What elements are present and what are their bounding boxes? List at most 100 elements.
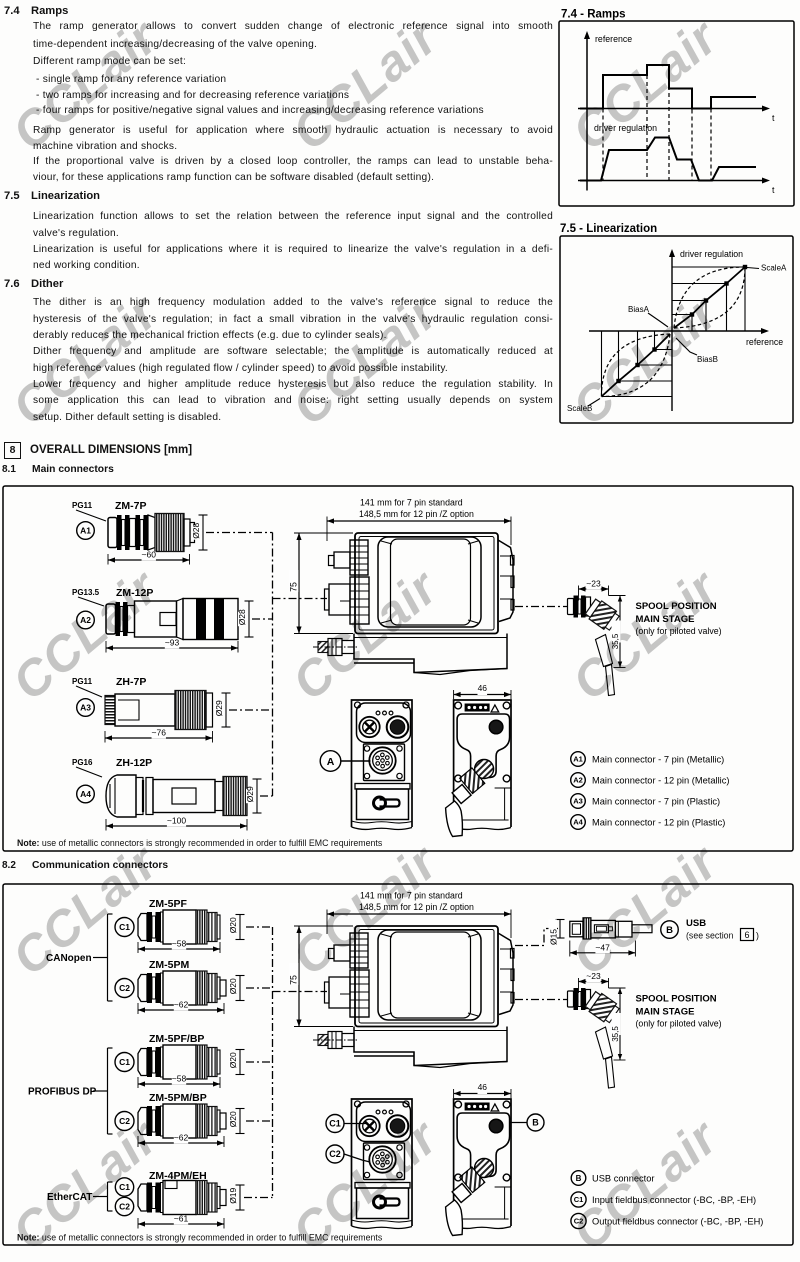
svg-text:Note: use of metallic connecto: Note: use of metallic connectors is stro… bbox=[17, 1233, 383, 1243]
svg-text:~23: ~23 bbox=[586, 971, 601, 981]
svg-text:~58: ~58 bbox=[172, 939, 187, 949]
svg-text:ZM-12P: ZM-12P bbox=[116, 587, 153, 599]
svg-text:ZM-5PM: ZM-5PM bbox=[149, 959, 190, 971]
svg-text:7.4 - Ramps: 7.4 - Ramps bbox=[561, 9, 626, 21]
svg-text:reference: reference bbox=[746, 337, 783, 347]
svg-text:ZM-7P: ZM-7P bbox=[115, 500, 147, 512]
svg-text:(only for piloted valve): (only for piloted valve) bbox=[636, 626, 722, 636]
svg-text:driver regulation: driver regulation bbox=[680, 249, 743, 259]
svg-text:A2: A2 bbox=[573, 776, 583, 785]
svg-text:ZH-7P: ZH-7P bbox=[116, 676, 146, 688]
svg-text:C2: C2 bbox=[119, 1202, 130, 1212]
svg-text:148,5 mm for 12 pin /Z option: 148,5 mm for 12 pin /Z option bbox=[359, 902, 474, 912]
svg-text:75: 75 bbox=[289, 582, 299, 592]
svg-text:PG13.5: PG13.5 bbox=[72, 588, 100, 597]
svg-text:ZM-5PM/BP: ZM-5PM/BP bbox=[149, 1092, 207, 1104]
svg-text:BiasB: BiasB bbox=[697, 355, 718, 364]
svg-text:SPOOL POSITION: SPOOL POSITION bbox=[636, 994, 717, 1005]
svg-text:USB connector: USB connector bbox=[592, 1173, 655, 1183]
svg-text:6: 6 bbox=[744, 930, 749, 940]
svg-text:ZM-4PM/EH: ZM-4PM/EH bbox=[149, 1170, 207, 1182]
svg-text:C1: C1 bbox=[119, 922, 130, 932]
svg-text:C1: C1 bbox=[119, 1182, 130, 1192]
svg-text:~60: ~60 bbox=[142, 550, 157, 560]
svg-text:A: A bbox=[327, 756, 335, 768]
svg-text:driver regulation: driver regulation bbox=[594, 123, 657, 133]
svg-text:~47: ~47 bbox=[595, 942, 610, 952]
svg-text:Ø20: Ø20 bbox=[228, 1052, 238, 1068]
svg-text:SPOOL POSITION: SPOOL POSITION bbox=[636, 601, 717, 612]
svg-text:C1: C1 bbox=[329, 1119, 341, 1129]
svg-text:35,5: 35,5 bbox=[611, 1026, 620, 1042]
svg-text:Note: use of metallic connecto: Note: use of metallic connectors is stro… bbox=[17, 838, 383, 848]
svg-text:C1: C1 bbox=[119, 1057, 130, 1067]
svg-text:Output fieldbus connector (-BC: Output fieldbus connector (-BC, -BP, -EH… bbox=[592, 1216, 763, 1226]
svg-text:B: B bbox=[666, 925, 673, 936]
svg-text:Main connector - 12 pin (Plast: Main connector - 12 pin (Plastic) bbox=[592, 817, 725, 827]
svg-text:ZH-12P: ZH-12P bbox=[116, 757, 152, 769]
svg-text:7.5 - Linearization: 7.5 - Linearization bbox=[560, 223, 657, 235]
svg-text:ScaleB: ScaleB bbox=[567, 404, 592, 413]
svg-text:PG11: PG11 bbox=[72, 677, 93, 686]
svg-text:PG16: PG16 bbox=[72, 758, 93, 767]
svg-text:Input fieldbus connector (-BC,: Input fieldbus connector (-BC, -BP, -EH) bbox=[592, 1195, 756, 1205]
svg-text:A1: A1 bbox=[573, 755, 583, 764]
svg-text:(see section: (see section bbox=[686, 931, 734, 941]
svg-text:141 mm for 7 pin standard: 141 mm for 7 pin standard bbox=[360, 891, 463, 901]
svg-text:A2: A2 bbox=[80, 615, 91, 625]
svg-text:PROFIBUS DP: PROFIBUS DP bbox=[28, 1087, 97, 1098]
svg-text:(only for piloted valve): (only for piloted valve) bbox=[636, 1019, 722, 1029]
svg-text:ScaleA: ScaleA bbox=[761, 264, 787, 273]
svg-text:ZM-5PF: ZM-5PF bbox=[149, 898, 188, 910]
svg-text:46: 46 bbox=[478, 1082, 488, 1092]
svg-text:BiasA: BiasA bbox=[628, 305, 650, 314]
svg-text:C2: C2 bbox=[574, 1217, 584, 1226]
svg-text:Ø28: Ø28 bbox=[237, 609, 247, 625]
svg-text:~62: ~62 bbox=[174, 1000, 189, 1010]
svg-text:A1: A1 bbox=[80, 526, 91, 536]
svg-text:MAIN STAGE: MAIN STAGE bbox=[636, 1007, 695, 1018]
svg-text:B: B bbox=[532, 1118, 539, 1128]
svg-text:Ø20: Ø20 bbox=[228, 917, 238, 933]
svg-text:~76: ~76 bbox=[152, 728, 167, 738]
svg-text:ZM-5PF/BP: ZM-5PF/BP bbox=[149, 1033, 204, 1045]
svg-text:~58: ~58 bbox=[172, 1074, 187, 1084]
svg-text:Ø20: Ø20 bbox=[228, 978, 238, 994]
svg-text:EtherCAT: EtherCAT bbox=[47, 1192, 92, 1203]
svg-text:C2: C2 bbox=[329, 1149, 341, 1159]
svg-text:A3: A3 bbox=[573, 797, 583, 806]
svg-text:B: B bbox=[576, 1174, 582, 1183]
svg-text:35,5: 35,5 bbox=[611, 633, 620, 649]
svg-text:46: 46 bbox=[478, 683, 488, 693]
svg-text:A4: A4 bbox=[573, 818, 583, 827]
svg-text:): ) bbox=[756, 931, 759, 941]
svg-text:148,5 mm for 12 pin /Z option: 148,5 mm for 12 pin /Z option bbox=[359, 509, 474, 519]
svg-text:C2: C2 bbox=[119, 983, 130, 993]
svg-text:141 mm for 7 pin standard: 141 mm for 7 pin standard bbox=[360, 498, 463, 508]
svg-text:C1: C1 bbox=[574, 1195, 584, 1204]
svg-text:Main connector - 7 pin (Plasti: Main connector - 7 pin (Plastic) bbox=[592, 796, 720, 806]
svg-text:~100: ~100 bbox=[167, 816, 186, 826]
svg-text:~93: ~93 bbox=[165, 638, 180, 648]
svg-text:Ø15: Ø15 bbox=[549, 929, 559, 945]
svg-text:CANopen: CANopen bbox=[46, 953, 92, 964]
svg-text:C2: C2 bbox=[119, 1116, 130, 1126]
svg-text:USB: USB bbox=[686, 918, 706, 929]
svg-text:Ø29: Ø29 bbox=[245, 786, 255, 802]
svg-text:A3: A3 bbox=[80, 703, 91, 713]
svg-text:~23: ~23 bbox=[586, 579, 601, 589]
svg-text:Ø19: Ø19 bbox=[228, 1187, 238, 1203]
svg-text:Ø20: Ø20 bbox=[228, 1111, 238, 1127]
svg-text:Main connector - 12 pin (Metal: Main connector - 12 pin (Metallic) bbox=[592, 775, 729, 785]
svg-text:Ø28: Ø28 bbox=[191, 522, 201, 538]
svg-text:t: t bbox=[772, 185, 775, 195]
svg-text:A4: A4 bbox=[80, 789, 91, 799]
svg-text:PG11: PG11 bbox=[72, 501, 93, 510]
svg-text:Main connector - 7 pin (Metall: Main connector - 7 pin (Metallic) bbox=[592, 754, 724, 764]
svg-text:reference: reference bbox=[595, 34, 632, 44]
svg-text:~62: ~62 bbox=[174, 1133, 189, 1143]
svg-text:t: t bbox=[772, 113, 775, 123]
svg-text:MAIN STAGE: MAIN STAGE bbox=[636, 614, 695, 625]
svg-text:~61: ~61 bbox=[174, 1214, 189, 1224]
svg-text:Ø29: Ø29 bbox=[214, 700, 224, 716]
